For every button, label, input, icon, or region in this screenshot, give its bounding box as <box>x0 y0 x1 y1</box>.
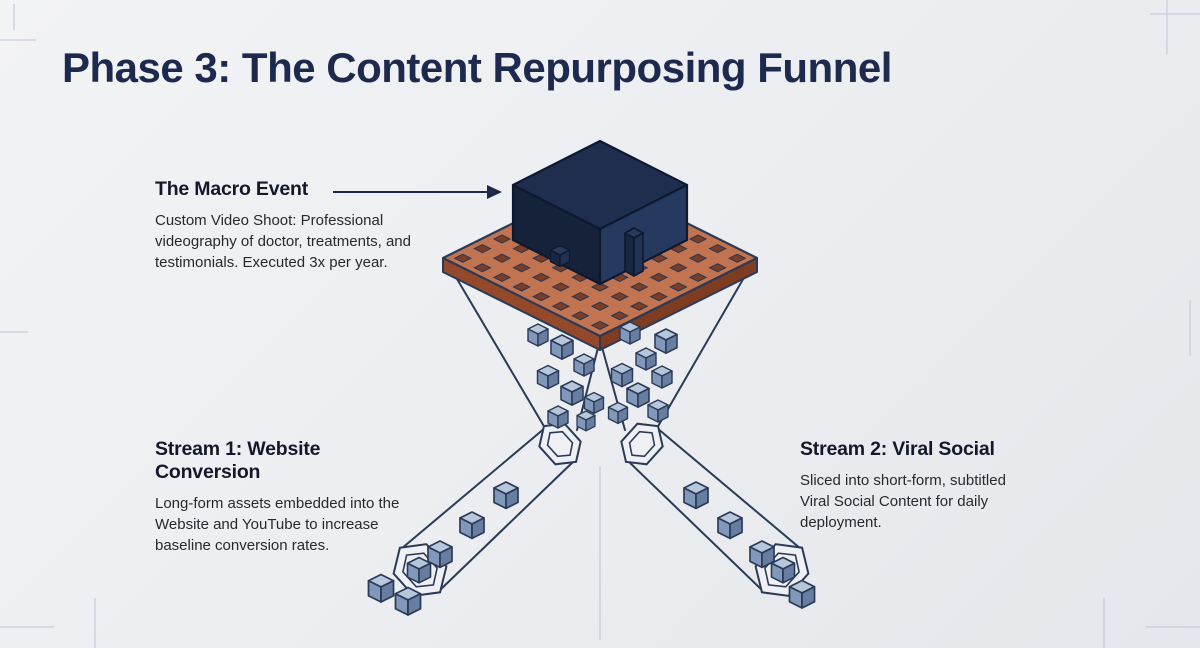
stream-2-heading: Stream 2: Viral Social <box>800 438 995 460</box>
stream-1-heading: Stream 1: Website Conversion <box>155 438 321 483</box>
mini-dark-cube <box>549 244 571 268</box>
macro-event-annotation: The Macro Event Custom Video Shoot: Prof… <box>155 178 435 273</box>
tall-prism <box>624 227 644 277</box>
stream-1-annotation: Stream 1: Website Conversion Long-form a… <box>155 438 413 556</box>
stream-2-annotation: Stream 2: Viral Social Sliced into short… <box>800 438 1038 533</box>
stream-1-body: Long-form assets embedded into the Websi… <box>155 495 400 554</box>
macro-event-heading: The Macro Event <box>155 178 309 200</box>
macro-event-body: Custom Video Shoot: Professional videogr… <box>155 212 411 271</box>
stream-2-body: Sliced into short-form, subtitled Viral … <box>800 472 1006 531</box>
macro-event-arrow <box>333 185 502 199</box>
page-title: Phase 3: The Content Repurposing Funnel <box>62 44 892 91</box>
